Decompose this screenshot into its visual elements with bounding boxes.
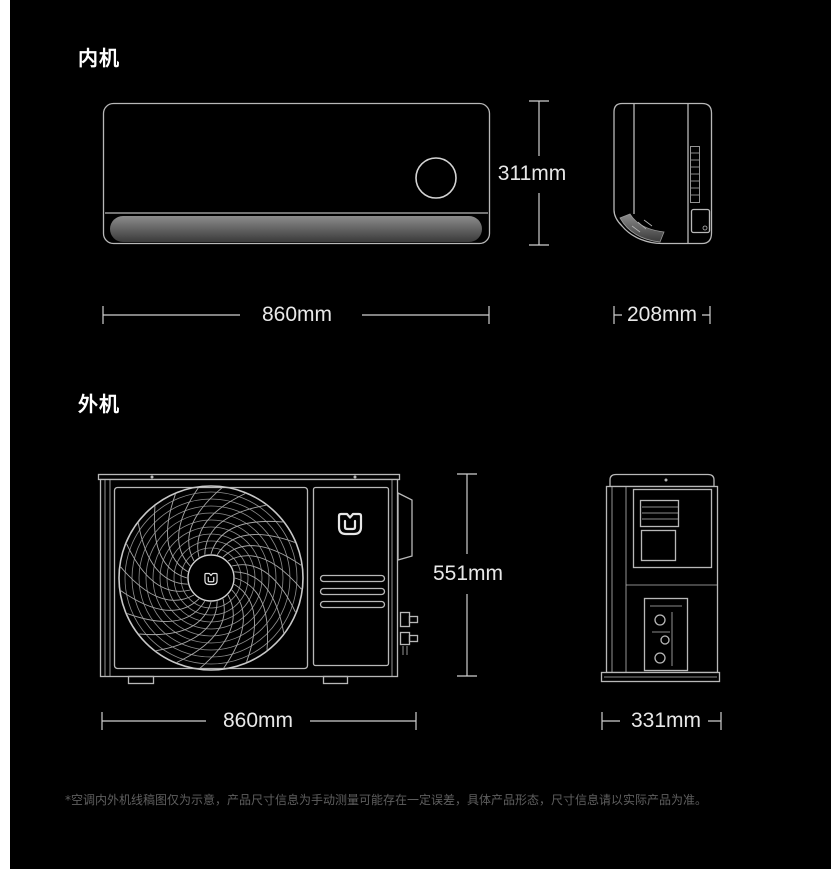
outdoor-unit-valve-pipes — [402, 646, 408, 655]
fan-grille-ring — [138, 505, 284, 651]
fan-grille-spoke — [197, 493, 246, 558]
dimension-lines — [101, 100, 722, 730]
indoor-height-dimension-line — [529, 100, 549, 246]
fan-grille-spoke — [227, 555, 302, 590]
outdoor-height-dimension-line — [457, 473, 477, 677]
fan-grille-ring — [145, 512, 277, 644]
fan-grille-spoke — [199, 594, 234, 669]
indoor-unit-front-drawing — [102, 102, 491, 245]
outdoor-unit-screw-right — [353, 475, 357, 479]
fan-grille-spoke — [210, 520, 283, 555]
indoor-unit-screw — [702, 225, 708, 231]
outdoor-width-dimension-line — [101, 712, 417, 730]
indoor-unit-bracket — [690, 208, 711, 234]
indoor-width-label: 860mm — [261, 303, 333, 326]
outdoor-unit-side-body — [605, 485, 719, 674]
fan-grille-spoke — [234, 571, 285, 633]
fan-grille-spoke — [233, 583, 255, 662]
indoor-height-label: 311mm — [497, 162, 567, 185]
fan-grille-spoke — [176, 598, 225, 663]
fan-grille-spoke — [139, 601, 212, 636]
indoor-unit-side-louver — [619, 213, 665, 243]
fan-grille-spoke — [120, 566, 195, 601]
indoor-unit-body — [102, 102, 491, 245]
outdoor-unit-foot-right — [322, 675, 349, 685]
outdoor-unit-side-label-plate — [640, 529, 677, 562]
outdoor-unit-side-drawing — [600, 473, 721, 683]
mijia-logo-icon — [337, 512, 363, 536]
outdoor-unit-valve-upper-fitting — [408, 615, 419, 624]
outdoor-unit-side-valve — [654, 652, 666, 664]
outdoor-height-label: 551mm — [432, 562, 504, 585]
outdoor-unit-side-valve-pipes — [650, 605, 682, 666]
outdoor-unit-side-edge-lines — [611, 487, 627, 672]
indoor-depth-dimension-line — [613, 306, 711, 324]
mijia-logo-icon — [204, 572, 218, 586]
indoor-unit-louver — [110, 216, 482, 242]
fan-grille-spoke — [216, 534, 295, 556]
fan-grille-spoke — [167, 494, 189, 573]
fan-grille-ring — [173, 540, 249, 616]
outdoor-unit-vent-slot — [319, 600, 386, 609]
indoor-unit-louver-fins — [631, 219, 653, 233]
outdoor-width-label: 860mm — [222, 709, 294, 732]
outdoor-unit-heading: 外机 — [78, 392, 120, 416]
outdoor-unit-front-drawing — [97, 473, 419, 685]
fan-grille-spoke — [127, 600, 206, 622]
indoor-unit-side-drawing — [613, 102, 713, 245]
outdoor-unit-vent-slot — [319, 587, 386, 596]
indoor-width-dimension-line — [102, 306, 490, 324]
fan-grille-spoke — [156, 601, 218, 652]
fan-grille-ring — [124, 491, 298, 665]
outdoor-unit-side-valve — [660, 635, 670, 645]
fan-grille-spoke — [137, 523, 188, 585]
outdoor-unit-valve-lower — [399, 631, 411, 646]
outdoor-unit-side-top-cap — [609, 473, 715, 488]
fan-grille-spoke — [204, 504, 266, 555]
indoor-unit-display-circle — [415, 157, 457, 199]
outdoor-unit-side-cover — [397, 491, 413, 561]
fan-hub — [187, 554, 235, 602]
outdoor-unit-side-screw — [664, 478, 668, 482]
outdoor-unit-valve-upper — [399, 611, 411, 628]
outdoor-unit-vent-slot — [319, 574, 386, 583]
outdoor-unit-frame-lines — [104, 480, 393, 676]
outdoor-unit-side-valve — [654, 614, 666, 626]
outdoor-unit-side-upper-panel — [632, 488, 713, 569]
outdoor-unit-screw-left — [150, 475, 154, 479]
fan-grille-spoke — [120, 590, 200, 611]
fan-grille-ring — [159, 526, 263, 630]
fan-grille-spoke — [223, 589, 244, 669]
fan-grille-spoke — [178, 487, 199, 567]
outdoor-depth-label: 331mm — [630, 709, 702, 732]
fan-grille — [120, 487, 302, 669]
fan-grille-spoke — [234, 577, 269, 650]
disclaimer-footnote: *空调内外机线稿图仅为示意，产品尺寸信息为手动测量可能存在一定误差，具体产品形态… — [65, 793, 708, 807]
fan-grille-outer-ring — [118, 485, 304, 671]
indoor-unit-side-grill-slots — [691, 152, 699, 196]
indoor-unit-side-grill — [690, 146, 700, 203]
outdoor-unit-side-valve-box — [643, 597, 689, 672]
outdoor-depth-dimension-line — [601, 712, 722, 730]
outdoor-unit-valves — [399, 611, 419, 655]
indoor-unit-side-outline — [613, 102, 713, 245]
indoor-depth-label: 208mm — [626, 303, 698, 326]
outdoor-unit-side-vent-window — [639, 499, 680, 528]
outdoor-unit-valve-lower-fitting — [408, 634, 419, 643]
outdoor-unit-fan-panel — [113, 486, 309, 670]
fan-grille-spoke — [188, 487, 223, 562]
outdoor-unit-side-panel — [312, 486, 390, 667]
indoor-unit-heading: 内机 — [78, 46, 120, 70]
fan-grille-ring — [152, 519, 270, 637]
fan-grille-spoke — [222, 545, 302, 566]
fan-grille-ring — [131, 498, 291, 658]
outdoor-unit-foot-left — [127, 675, 155, 685]
fan-grille-spoke — [231, 564, 296, 613]
fan-grille-ring — [180, 547, 242, 609]
fan-grille-spoke — [126, 543, 191, 592]
outdoor-unit-side-vent-lines — [642, 506, 678, 520]
fan-grille-spoke — [153, 506, 188, 579]
